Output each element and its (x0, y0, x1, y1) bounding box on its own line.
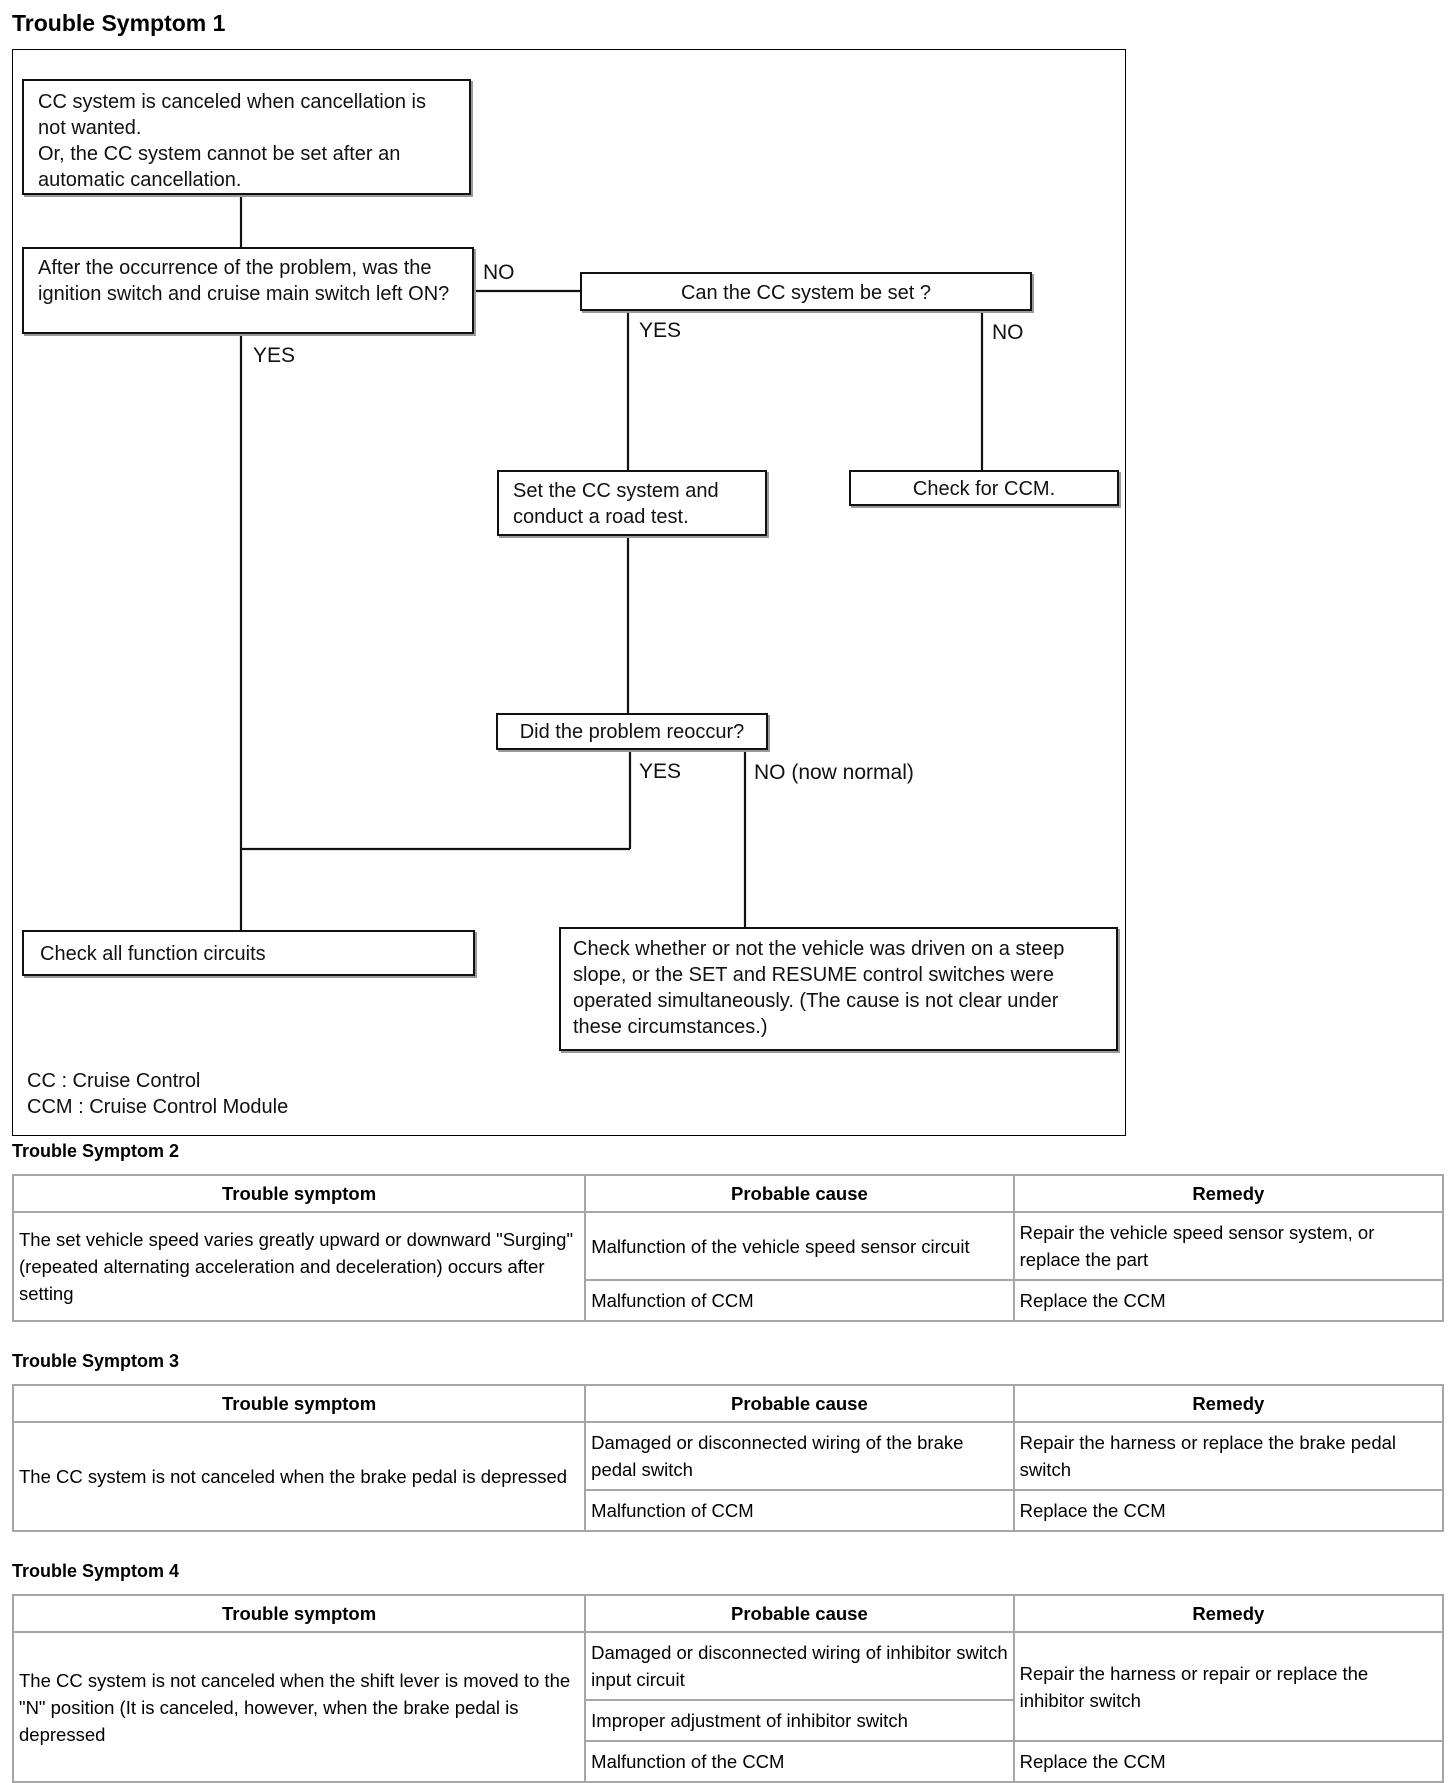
flow-box-check-slope: Check whether or not the vehicle was dri… (559, 927, 1118, 1051)
table-header-row: Trouble symptom Probable cause Remedy (11, 1594, 1445, 1633)
symptom-4-table: Trouble symptom Probable cause Remedy Th… (11, 1594, 1445, 1783)
flow-box-set-and-test: Set the CC system and conduct a road tes… (497, 470, 767, 536)
flow-box-reoccur-question: Did the problem reoccur? (496, 713, 768, 750)
header-probable-cause: Probable cause (584, 1174, 1015, 1213)
header-remedy: Remedy (1012, 1384, 1445, 1423)
header-trouble-symptom: Trouble symptom (11, 1174, 587, 1213)
header-trouble-symptom: Trouble symptom (11, 1594, 587, 1633)
remedy-cell: Repair the harness or repair or replace … (1012, 1631, 1445, 1742)
remedy-cell: Repair the vehicle speed sensor system, … (1012, 1211, 1445, 1281)
table-header-row: Trouble symptom Probable cause Remedy (11, 1174, 1445, 1213)
table-row: Malfunction of CCM Replace the CCM (13, 1279, 1445, 1322)
flow-box-check-ccm: Check for CCM. (849, 470, 1119, 506)
cause-cell: Damaged or disconnected wiring of the br… (584, 1421, 1015, 1491)
label-no-can-set: NO (992, 321, 1024, 344)
header-probable-cause: Probable cause (584, 1384, 1015, 1423)
remedy-cell: Replace the CCM (1012, 1489, 1445, 1532)
table-row: The set vehicle speed varies greatly upw… (11, 1211, 1445, 1322)
flowchart-frame (12, 49, 1126, 1136)
header-trouble-symptom: Trouble symptom (11, 1384, 587, 1423)
symptom-cell: The CC system is not canceled when the b… (11, 1421, 587, 1532)
label-yes-can-set: YES (639, 319, 682, 342)
symptom-2-table: Trouble symptom Probable cause Remedy Th… (11, 1174, 1445, 1322)
cause-cell: Damaged or disconnected wiring of inhibi… (584, 1631, 1015, 1701)
cause-cell: Malfunction of the CCM (584, 1740, 1015, 1783)
section-title-symptom-1: Trouble Symptom 1 (12, 10, 226, 36)
cause-cell: Malfunction of CCM (584, 1279, 1015, 1322)
legend-ccm: CCM : Cruise Control Module (27, 1096, 289, 1118)
remedy-cell: Repair the harness or replace the brake … (1012, 1421, 1445, 1491)
table-row: Malfunction of CCM Replace the CCM (13, 1489, 1445, 1532)
table-row: The CC system is not canceled when the s… (11, 1631, 1445, 1783)
flow-box-ignition-question: After the occurrence of the problem, was… (22, 247, 474, 334)
remedy-cell: Replace the CCM (1012, 1279, 1445, 1322)
header-probable-cause: Probable cause (584, 1594, 1015, 1633)
table-row: Improper adjustment of inhibitor switch (13, 1699, 1443, 1742)
legend-cc: CC : Cruise Control (27, 1070, 201, 1092)
header-remedy: Remedy (1012, 1594, 1445, 1633)
header-remedy: Remedy (1012, 1174, 1445, 1213)
symptom-3-table: Trouble symptom Probable cause Remedy Th… (11, 1384, 1445, 1532)
flow-box-start: CC system is canceled when cancellation … (22, 79, 471, 195)
remedy-cell: Replace the CCM (1012, 1740, 1445, 1783)
label-yes-ignition: YES (253, 344, 296, 367)
symptom-cell: The CC system is not canceled when the s… (11, 1631, 587, 1783)
cause-cell: Improper adjustment of inhibitor switch (584, 1699, 1015, 1742)
cause-cell: Malfunction of CCM (584, 1489, 1015, 1532)
symptom-cell: The set vehicle speed varies greatly upw… (11, 1211, 587, 1322)
section-title-symptom-4: Trouble Symptom 4 (12, 1561, 180, 1581)
cause-cell: Malfunction of the vehicle speed sensor … (584, 1211, 1015, 1281)
label-yes-reoccur: YES (639, 760, 682, 783)
section-title-symptom-3: Trouble Symptom 3 (12, 1351, 180, 1371)
flow-box-can-set-question: Can the CC system be set ? (580, 272, 1032, 311)
flow-box-check-all-circuits: Check all function circuits (22, 930, 475, 976)
section-title-symptom-2: Trouble Symptom 2 (12, 1141, 180, 1161)
label-no-now-normal: NO (now normal) (754, 761, 914, 784)
label-no-ignition: NO (483, 261, 515, 284)
table-header-row: Trouble symptom Probable cause Remedy (11, 1384, 1445, 1423)
table-row: The CC system is not canceled when the b… (11, 1421, 1445, 1532)
